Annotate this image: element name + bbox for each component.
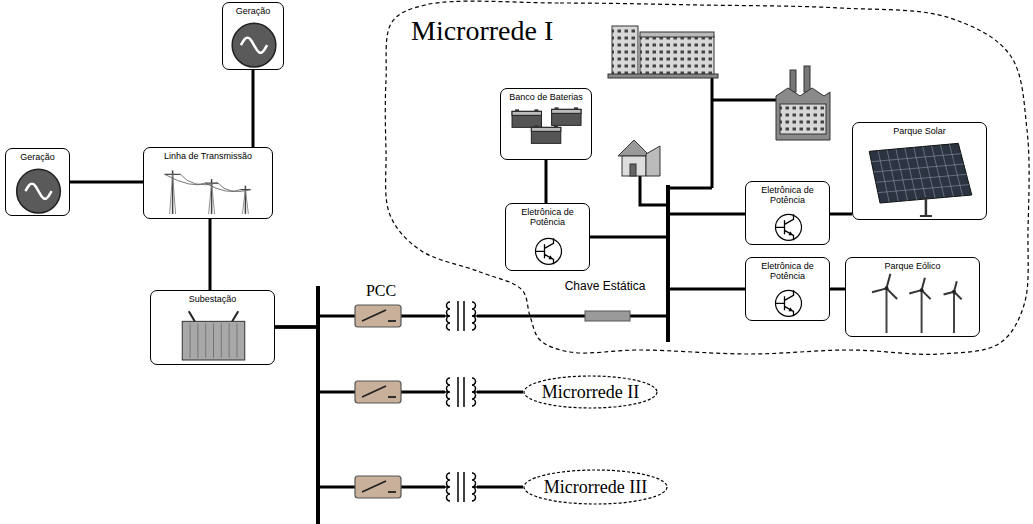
transformer-symbol — [440, 375, 482, 409]
node-label: Microrrede III — [544, 477, 647, 498]
power-line — [252, 70, 255, 147]
node-label: Subestação — [189, 294, 237, 304]
power-electronics-box: Eletrônica de Potência — [745, 181, 830, 245]
feeder-switch — [355, 476, 401, 498]
pcc-switch — [355, 305, 401, 327]
bat-icon — [512, 107, 581, 143]
pe-icon — [776, 214, 802, 240]
buildings-icon — [608, 26, 718, 78]
ellipse-outline — [524, 470, 667, 504]
feeder-switch — [355, 381, 401, 403]
node-label: Eletrônica de Potência — [750, 185, 825, 206]
microgrid-ellipse: Microrrede III — [523, 469, 668, 505]
gen-icon — [17, 169, 61, 213]
transmission-box: Linha de Transmissão — [143, 147, 273, 219]
node-label: Banco de Baterias — [509, 92, 583, 102]
generation-box: Geração — [5, 148, 70, 216]
generation-box: Geração — [222, 2, 284, 70]
node-label: Linha de Transmissão — [164, 151, 252, 161]
node-label: Microrrede II — [542, 382, 639, 403]
wind-icon — [872, 274, 962, 333]
factory-icon — [776, 66, 830, 140]
power-line — [209, 219, 212, 290]
transformer-symbol — [440, 299, 482, 333]
power-electronics-box: Eletrônica de Potência — [745, 257, 830, 321]
sub-icon — [182, 311, 245, 360]
power-electronics-box: Eletrônica de Potência — [505, 203, 590, 271]
power-line — [830, 288, 845, 291]
microgrid-region: Microrrede I Banco de BateriasEletrônica … — [383, 0, 1030, 358]
microgrid-ellipse: Microrrede II — [523, 375, 658, 409]
gen-icon — [232, 23, 276, 67]
solar-park-box: Parque Solar — [852, 122, 987, 220]
solar-icon — [869, 143, 972, 216]
node-label: Parque Eólico — [884, 261, 940, 271]
node-label: Eletrônica de Potência — [510, 207, 585, 228]
pe-icon — [536, 238, 562, 264]
battery-box: Banco de Baterias — [500, 88, 592, 160]
static-switch — [585, 311, 630, 321]
node-label: Geração — [236, 6, 271, 16]
shape-outline — [853, 123, 988, 221]
wind-park-box: Parque Eólico — [845, 257, 980, 337]
pe-icon — [776, 290, 802, 316]
main-bus — [316, 286, 320, 524]
node-label: Geração — [20, 152, 55, 162]
substation-box: Subestação — [150, 290, 275, 365]
power-line — [275, 327, 523, 487]
region-title: Microrrede I — [411, 15, 553, 47]
tower-icon — [165, 170, 251, 214]
node-label: Eletrônica de Potência — [750, 261, 825, 282]
cloud-outline — [385, 1, 1029, 354]
node-label: Parque Solar — [893, 126, 946, 136]
power-line — [545, 160, 548, 203]
ellipse-outline — [524, 376, 657, 408]
switch-label: Chave Estática — [563, 280, 647, 294]
power-line — [275, 316, 530, 327]
pcc-label: PCC — [358, 282, 404, 300]
power-line — [830, 213, 852, 216]
transformer-symbol — [440, 470, 482, 504]
power-line — [70, 181, 143, 184]
house-icon — [618, 140, 660, 176]
